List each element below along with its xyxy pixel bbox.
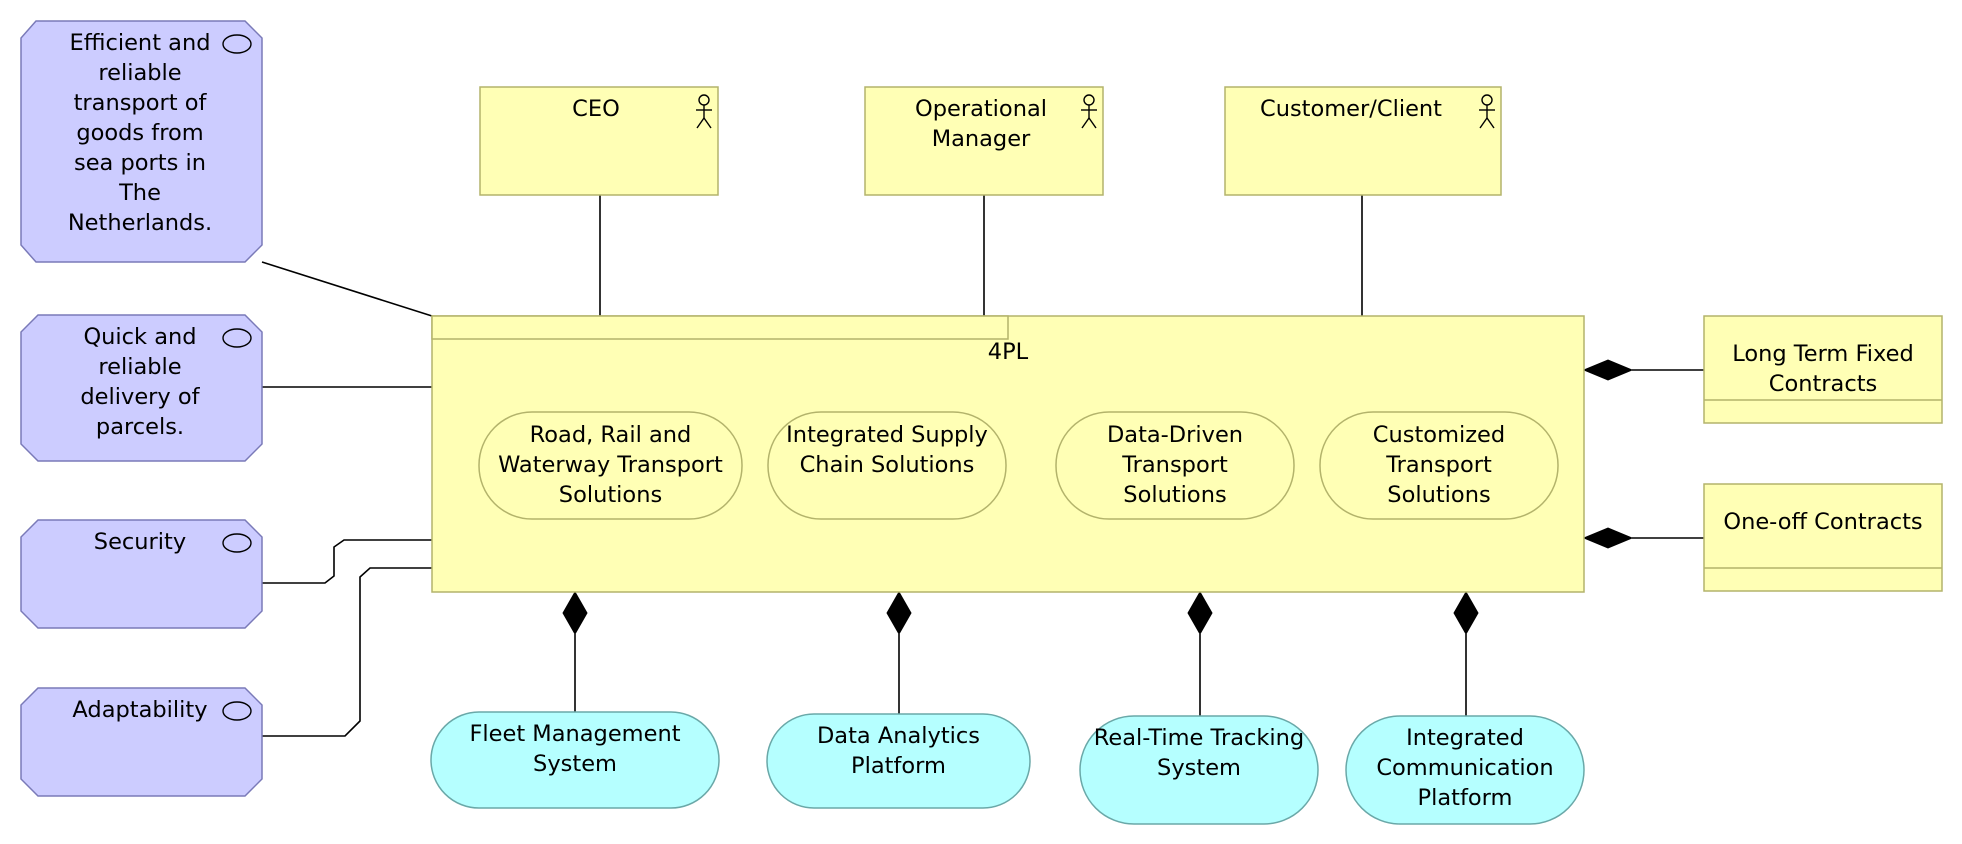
- service-supply-chain-label: Integrated Supply Chain Solutions: [786, 422, 988, 478]
- system-tracking-label: Real-Time Tracking System: [1093, 725, 1305, 781]
- service-road-rail-waterway[interactable]: [478, 411, 743, 520]
- actor-ceo-label: CEO: [572, 96, 620, 122]
- composition-diamond-long-icon: [1582, 359, 1634, 381]
- value-quick-delivery[interactable]: [20, 314, 263, 462]
- value-security[interactable]: [20, 519, 263, 629]
- connector-value-security: [262, 539, 432, 584]
- contract-oneoff-label: One-off Contracts: [1723, 509, 1923, 535]
- value-ellipse-icon: [222, 328, 252, 348]
- contract-long-term-fixed[interactable]: [1703, 315, 1943, 424]
- value-adaptability-label: Adaptability: [72, 697, 208, 723]
- composition-diamond-oneoff-icon: [1582, 527, 1634, 549]
- system-communication-label: Integrated Communication Platform: [1376, 725, 1554, 811]
- value-quick-label: Quick and reliable delivery of parcels.: [80, 324, 200, 440]
- composition-diamond-fleet-icon: [562, 590, 588, 636]
- service-customized-label: Customized Transport Solutions: [1372, 422, 1506, 508]
- composition-diamond-analytics-icon: [886, 590, 912, 636]
- actor-stick-figure-icon: [696, 94, 712, 129]
- product-4pl-tab: [431, 315, 1009, 340]
- composition-markers: [562, 359, 1634, 636]
- value-adaptability[interactable]: [20, 687, 263, 797]
- system-fleet-management[interactable]: [430, 711, 720, 809]
- service-data-driven[interactable]: [1055, 411, 1295, 520]
- actor-manager-label: Operational Manager: [914, 96, 1047, 152]
- connector-value-efficient: [261, 261, 433, 317]
- contract-one-off[interactable]: [1703, 483, 1943, 592]
- actor-client-label: Customer/Client: [1259, 96, 1442, 122]
- system-fleet-label: Fleet Management System: [469, 721, 681, 777]
- actor-customer-client[interactable]: [1224, 86, 1502, 196]
- system-integrated-communication[interactable]: [1345, 715, 1585, 825]
- actor-stick-figure-icon: [1081, 94, 1097, 129]
- actor-ceo[interactable]: [479, 86, 719, 196]
- value-ellipse-icon: [222, 533, 252, 553]
- value-security-label: Security: [93, 529, 187, 555]
- composition-diamond-communication-icon: [1453, 590, 1479, 636]
- service-data-driven-label: Data-Driven Transport Solutions: [1106, 422, 1244, 508]
- value-efficient-transport[interactable]: [20, 20, 263, 263]
- value-ellipse-icon: [222, 34, 252, 54]
- service-customized[interactable]: [1319, 411, 1559, 520]
- service-road-label: Road, Rail and Waterway Transport Soluti…: [498, 422, 723, 508]
- contract-long-label: Long Term Fixed Contracts: [1732, 341, 1914, 397]
- value-efficient-label: Efficient and reliable transport of good…: [67, 30, 213, 236]
- product-4pl-label: 4PL: [987, 339, 1029, 365]
- actor-operational-manager[interactable]: [864, 86, 1104, 196]
- system-real-time-tracking[interactable]: [1079, 715, 1319, 825]
- system-data-analytics[interactable]: [766, 713, 1031, 809]
- service-integrated-supply-chain[interactable]: [767, 411, 1007, 520]
- system-analytics-label: Data Analytics Platform: [816, 723, 981, 779]
- connector-value-adaptability: [262, 567, 432, 737]
- connections: [261, 195, 1704, 737]
- composition-diamond-tracking-icon: [1187, 590, 1213, 636]
- actor-stick-figure-icon: [1479, 94, 1495, 129]
- value-ellipse-icon: [222, 701, 252, 721]
